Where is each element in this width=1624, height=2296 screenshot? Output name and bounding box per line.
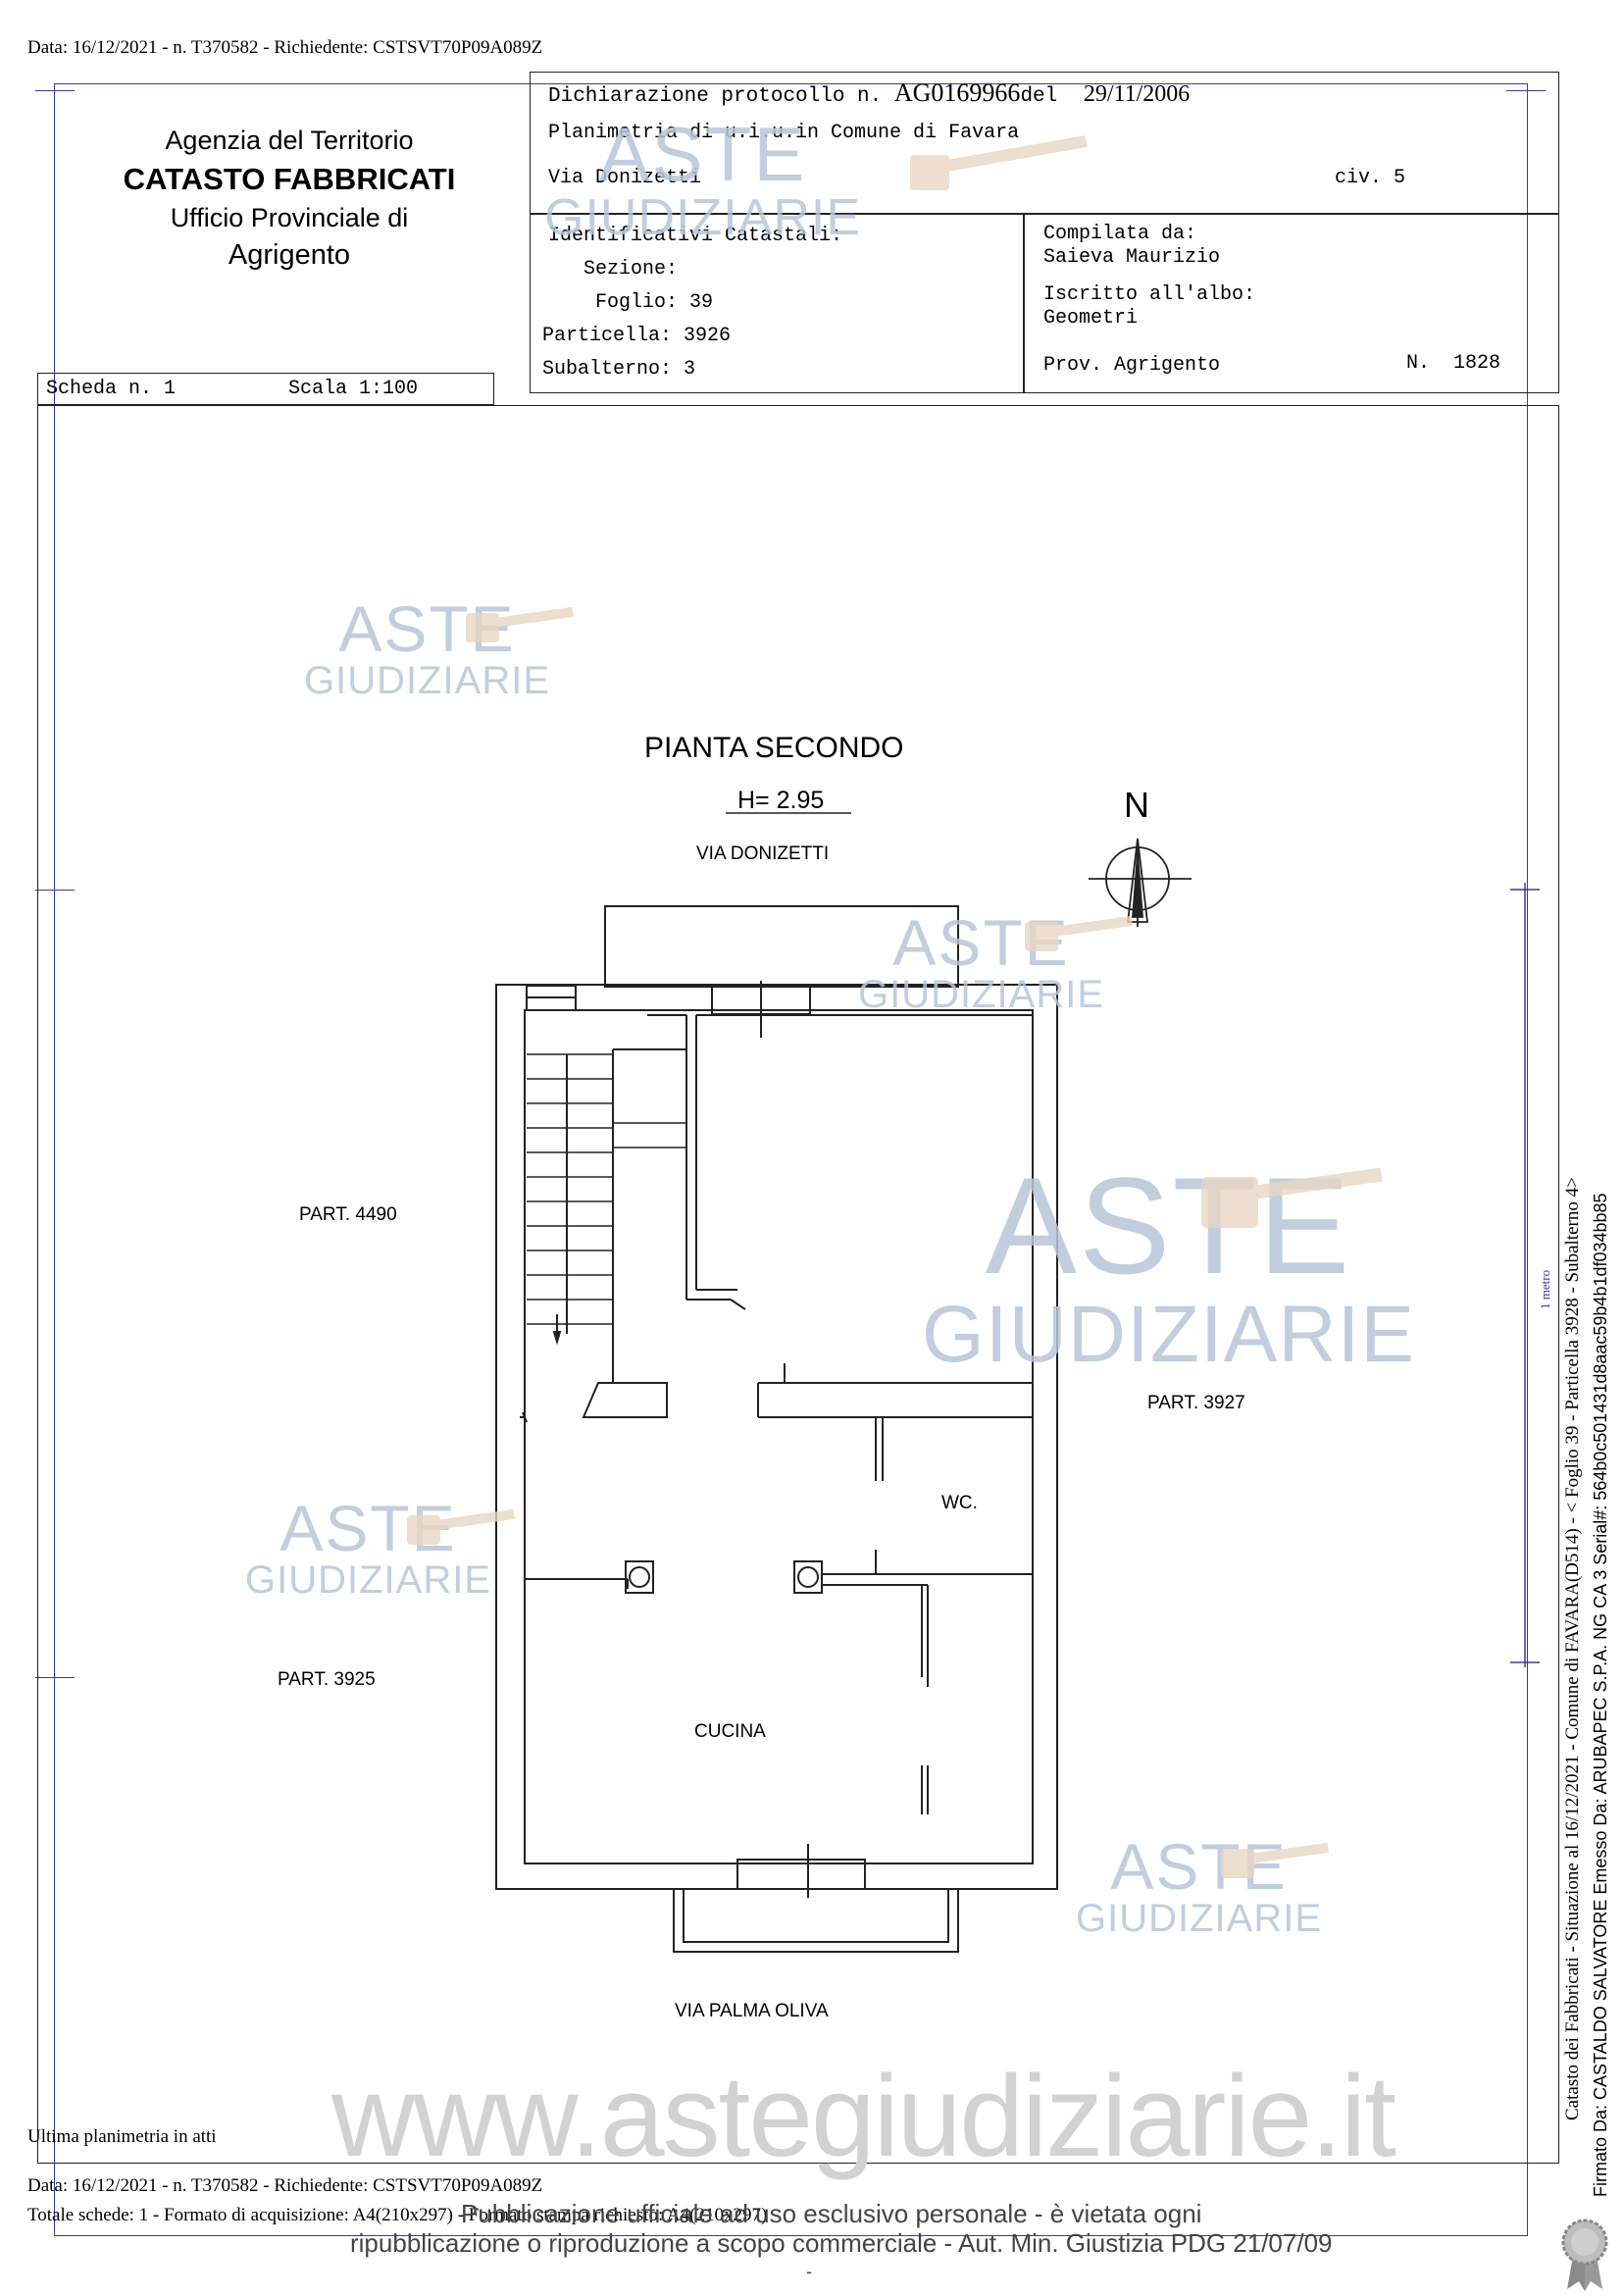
frame-tick (35, 1677, 75, 1678)
planimetria-address: Via Donizetti (548, 167, 702, 189)
scheda-scala: Scala 1:100 (288, 378, 419, 400)
frame-tick (1506, 90, 1546, 91)
street-top: VIA DONIZETTI (696, 843, 830, 864)
watermark-giudiziarie: GIUDIZIARIE (1076, 1897, 1323, 1940)
declaration-line: Dichiarazione protocollo n. AG0169966del… (548, 78, 1190, 108)
foglio-label: Foglio: (595, 291, 679, 314)
footer-notice-2: ripubblicazione o riproduzione a scopo c… (350, 2228, 1333, 2258)
part-3927-label: PART. 3927 (1147, 1393, 1245, 1413)
watermark-giudiziarie: GIUDIZIARIE (544, 189, 862, 246)
agency-block: Agenzia del Territorio CATASTO FABBRICAT… (59, 126, 520, 272)
declaration-del: del (1020, 85, 1058, 108)
inner-wall (524, 1009, 1034, 1864)
compilata-box: Compilata da: Saieva Maurizio Iscritto a… (1023, 214, 1559, 393)
watermark-aste: ASTE (985, 1148, 1352, 1302)
watermark-giudiziarie: GIUDIZIARIE (858, 973, 1105, 1016)
compilata-label: Compilata da: (1043, 223, 1197, 245)
agency-line2: CATASTO FABBRICATI (123, 162, 456, 196)
watermark-giudiziarie: GIUDIZIARIE (922, 1290, 1416, 1379)
albo-number: N. 1828 (1406, 352, 1501, 375)
compilata-name: Saieva Maurizio (1043, 246, 1221, 269)
agency-line3: Ufficio Provinciale di (170, 203, 409, 232)
side-scale-stamp: 1 metro (1538, 1269, 1552, 1309)
declaration-date: 29/11/2006 (1083, 81, 1191, 107)
identificativi-title: Identificativi Catastali: (548, 225, 843, 247)
agency-line1: Agenzia del Territorio (165, 126, 414, 155)
albo-label: Iscritto all'albo: (1043, 283, 1256, 306)
side-text-catasto: Catasto dei Fabbricati - Situazione al 1… (1562, 1177, 1583, 2120)
declaration-box: Dichiarazione protocollo n. AG0169966del… (530, 72, 1559, 214)
foglio-value: 39 (689, 291, 714, 314)
frame-tick (35, 890, 75, 891)
subalterno-value: 3 (684, 358, 696, 381)
scheda-box: Scheda n. 1 Scala 1:100 (37, 373, 494, 405)
scheda-label: Scheda n. 1 (46, 378, 177, 400)
prov-label: Prov. Agrigento (1043, 354, 1221, 377)
street-bottom: VIA PALMA OLIVA (675, 2001, 829, 2021)
watermark-logo: ASTE GIUDIZIARIE (1076, 1834, 1322, 1938)
watermark-logo: ASTE GIUDIZIARIE (922, 1157, 1415, 1375)
cucina-label: CUCINA (694, 1721, 766, 1742)
watermark-giudiziarie: GIUDIZIARIE (304, 659, 551, 702)
page-frame (54, 83, 1528, 2236)
particella-row: Particella: 3926 (542, 325, 731, 347)
subalterno-label: Subalterno: (542, 358, 673, 381)
frame-tick (35, 90, 75, 91)
subalterno-row: Subalterno: 3 (542, 358, 695, 381)
watermark-aste: ASTE (598, 111, 807, 197)
watermark-logo: ASTE GIUDIZIARIE (544, 116, 861, 243)
agency-line4: Agrigento (228, 239, 351, 271)
particella-label: Particella: (542, 325, 673, 347)
sezione-label: Sezione: (584, 258, 679, 281)
header-request-line: Data: 16/12/2021 - n. T370582 - Richiede… (27, 37, 543, 58)
seal-icon (1561, 2219, 1608, 2291)
identificativi-box: Identificativi Catastali: Sezione: Fogli… (530, 214, 1025, 393)
balcony-top (604, 905, 959, 988)
foglio-row: Foglio: 39 (595, 291, 713, 314)
particella-value: 3926 (684, 325, 732, 347)
north-arrow (1089, 838, 1192, 927)
plan-height: H= 2.95 (737, 787, 825, 814)
website-watermark: www.astegiudiziarie.it (331, 2052, 1396, 2181)
side-text-firmato: Firmato Da: CASTALDO SALVATORE Emesso Da… (1591, 1193, 1610, 2197)
planimetria-civ: civ. 5 (1335, 167, 1406, 189)
footer-ultima: Ultima planimetria in atti (27, 2126, 217, 2147)
footer-dash: - (806, 2262, 812, 2281)
north-label: N (1124, 785, 1149, 825)
declaration-label: Dichiarazione protocollo n. (548, 85, 883, 108)
footer-totale: Totale schede: 1 - Formato di acquisizio… (27, 2205, 768, 2225)
watermark-aste: ASTE (1110, 1830, 1288, 1903)
footer-data: Data: 16/12/2021 - n. T370582 - Richiede… (27, 2175, 543, 2196)
footer-notice-1: Pubblicazione ufficiale ad uso esclusivo… (461, 2199, 1202, 2228)
planimetria-label: Planimetria di u.i.u.in Comune di Favara (548, 122, 1020, 144)
watermark-logo: ASTE GIUDIZIARIE (304, 596, 550, 700)
declaration-protocol: AG0169966 (893, 78, 1021, 107)
wc-label: WC. (941, 1493, 978, 1513)
albo-value: Geometri (1043, 307, 1139, 330)
part-4490-label: PART. 4490 (299, 1204, 397, 1225)
watermark-giudiziarie: GIUDIZIARIE (245, 1558, 492, 1602)
drawing-area (37, 405, 1559, 2164)
plan-title: PIANTA SECONDO (644, 732, 904, 764)
part-3925-label: PART. 3925 (278, 1669, 376, 1690)
